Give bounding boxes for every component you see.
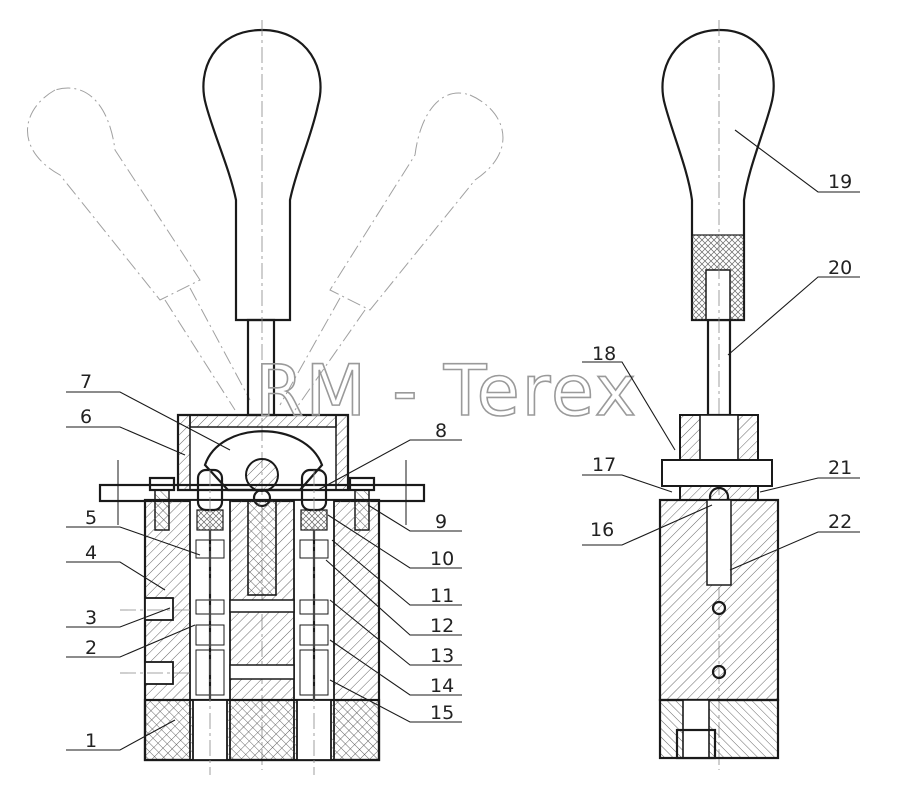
callout-16: 16 bbox=[590, 519, 614, 541]
callout-6: 6 bbox=[80, 406, 92, 428]
callout-3: 3 bbox=[85, 607, 97, 629]
side-view bbox=[658, 20, 780, 770]
callout-9: 9 bbox=[435, 511, 447, 533]
callout-8: 8 bbox=[435, 420, 447, 442]
handle-knob-front bbox=[202, 28, 322, 322]
watermark-text: RM - Terex bbox=[255, 350, 638, 432]
callout-22: 22 bbox=[828, 511, 852, 533]
callout-17: 17 bbox=[592, 454, 616, 476]
ghost-handle-left bbox=[27, 87, 251, 411]
callout-5: 5 bbox=[85, 507, 97, 529]
callout-21: 21 bbox=[828, 457, 852, 479]
callout-12: 12 bbox=[430, 615, 454, 637]
leader-lines bbox=[66, 129, 860, 751]
callout-2: 2 bbox=[85, 637, 97, 659]
callout-1: 1 bbox=[85, 730, 97, 752]
callout-14: 14 bbox=[430, 675, 454, 697]
callout-labels: 1 2 3 4 5 6 7 8 9 10 11 12 13 14 15 16 1… bbox=[80, 171, 852, 752]
callout-10: 10 bbox=[430, 548, 454, 570]
callout-4: 4 bbox=[85, 542, 97, 564]
front-section-view bbox=[98, 20, 426, 775]
callout-7: 7 bbox=[80, 371, 92, 393]
ghost-handle-right bbox=[279, 92, 504, 411]
callout-19: 19 bbox=[828, 171, 852, 193]
callout-20: 20 bbox=[828, 257, 852, 279]
cross-pin bbox=[661, 459, 773, 487]
callout-11: 11 bbox=[430, 585, 454, 607]
cam bbox=[203, 430, 324, 492]
callout-18: 18 bbox=[592, 343, 616, 365]
base-block bbox=[143, 698, 381, 762]
callout-13: 13 bbox=[430, 645, 454, 667]
callout-15: 15 bbox=[430, 702, 454, 724]
